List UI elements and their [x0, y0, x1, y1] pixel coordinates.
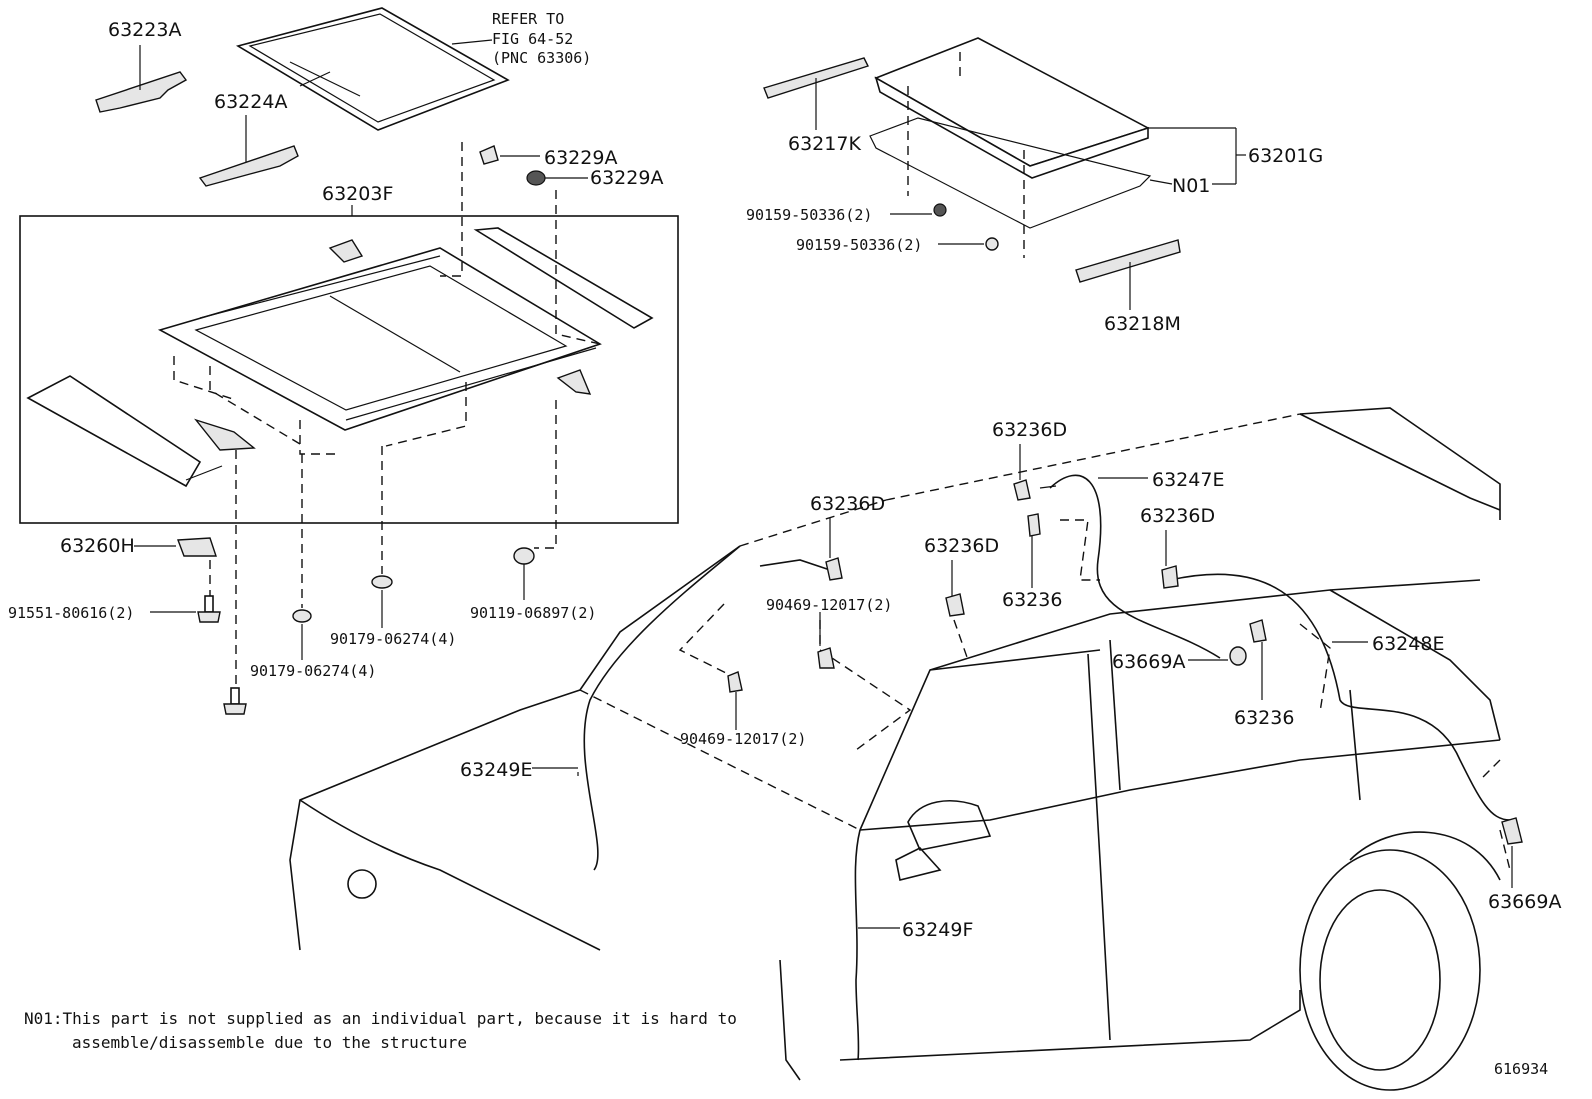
label-90179-a: 90179-06274(4) [330, 630, 456, 648]
bolt-lower [223, 450, 247, 715]
bolt-63260H [134, 537, 217, 557]
housing-group-63203F [19, 142, 679, 524]
label-63248E: 63248E [1372, 633, 1444, 655]
bracket-63224A [198, 115, 299, 187]
label-63669A-2: 63669A [1488, 891, 1561, 913]
label-63229A-2: 63229A [590, 167, 663, 189]
clip-90119 [513, 400, 557, 600]
figure-id: 616934 [1494, 1060, 1548, 1078]
footnote-line-1: N01:This part is not supplied as an indi… [24, 1009, 737, 1028]
label-90179-b: 90179-06274(4) [250, 662, 376, 680]
screws-90159 [890, 203, 999, 251]
label-63236-2: 63236 [1234, 707, 1294, 729]
label-63223A: 63223A [108, 19, 181, 41]
footnote-line-2: assemble/disassemble due to the structur… [72, 1033, 467, 1052]
label-refer-pnc: (PNC 63306) [492, 49, 591, 67]
label-90469-1: 90469-12017(2) [766, 596, 892, 614]
weatherstrip-63218M [1075, 239, 1181, 310]
glass-assembly-63201G [869, 37, 1246, 258]
label-90159-1: 90159-50336(2) [746, 206, 872, 224]
label-63224A: 63224A [214, 91, 287, 113]
nut-90179-b [371, 446, 393, 628]
label-refer-fig: FIG 64-52 [492, 30, 573, 48]
label-63203F: 63203F [322, 183, 393, 205]
hose-clips [532, 444, 1523, 929]
label-63236-1: 63236 [1002, 589, 1062, 611]
clip-63229A [479, 145, 588, 186]
label-91551: 91551-80616(2) [8, 604, 134, 622]
label-63236D-4: 63236D [924, 535, 999, 557]
drain-hoses [577, 474, 1511, 1061]
label-90159-2: 90159-50336(2) [796, 236, 922, 254]
label-refer-to: REFER TO [492, 10, 564, 28]
weatherstrip-63217K [763, 57, 869, 130]
label-63236D-1: 63236D [992, 419, 1067, 441]
vehicle-outline [289, 407, 1501, 1091]
label-63217K: 63217K [788, 133, 861, 155]
bracket-63223A [95, 45, 188, 113]
label-63249E: 63249E [460, 759, 532, 781]
label-63229A-1: 63229A [544, 147, 617, 169]
label-63669A-1: 63669A [1112, 651, 1185, 673]
label-63249F: 63249F [902, 919, 973, 941]
label-63236D-3: 63236D [1140, 505, 1215, 527]
label-90469-2: 90469-12017(2) [680, 730, 806, 748]
label-90119: 90119-06897(2) [470, 604, 596, 622]
bolt-91551 [150, 560, 221, 623]
label-63247E: 63247E [1152, 469, 1224, 491]
label-63260H: 63260H [60, 535, 135, 557]
sunroof-housing-refer [235, 7, 510, 131]
label-63236D-2: 63236D [810, 493, 885, 515]
nut-90179-a [292, 454, 312, 660]
label-n01: N01 [1172, 175, 1210, 197]
label-63218M: 63218M [1104, 313, 1181, 335]
label-63201G: 63201G [1248, 145, 1323, 167]
